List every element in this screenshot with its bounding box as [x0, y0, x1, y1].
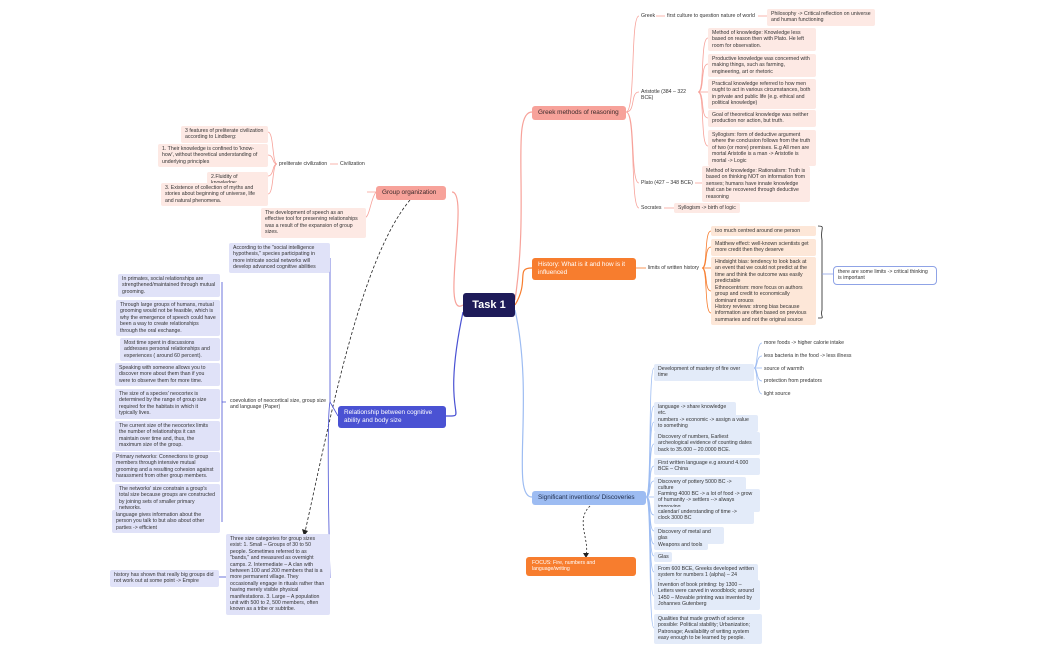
relationship-item-1[interactable]: In primates, social relationships are st…: [118, 274, 220, 298]
socrates-item[interactable]: Syllogism -> birth of logic: [674, 203, 740, 214]
aristotle-item-2[interactable]: Productive knowledge was concerned with …: [708, 54, 816, 78]
invention-item-6[interactable]: Farming 4000 BC -> a lot of food -> grow…: [654, 489, 760, 513]
invention-item-12[interactable]: Invention of book printing: by 1300 – Le…: [654, 580, 760, 610]
critical-thinking-note[interactable]: there are some limits -> critical thinki…: [833, 266, 937, 285]
aristotle-item-1[interactable]: Method of knowledge: Knowledge less base…: [708, 28, 816, 52]
history-item-1[interactable]: too much centred around one person: [711, 226, 816, 237]
greek-first-culture[interactable]: first culture to question nature of worl…: [667, 13, 755, 19]
invention-item-7[interactable]: calendar/ understanding of time -> clock…: [654, 507, 754, 524]
relationship-item-3[interactable]: Most time spent in discussions addresses…: [120, 338, 220, 362]
focus-node[interactable]: FOCUS: Fire, numbers and language/writin…: [526, 557, 636, 576]
invention-item-3[interactable]: Discovery of numbers, Earliest archeolog…: [654, 432, 760, 456]
history-item-4[interactable]: Ethnocentrism: more focus on authors gro…: [711, 283, 816, 307]
relationship-item-4[interactable]: Speaking with someone allows you to disc…: [115, 363, 220, 387]
invention-item-13[interactable]: Qualities that made growth of science po…: [654, 614, 762, 644]
fire-item-5[interactable]: light source: [764, 391, 791, 397]
relationship-item-7[interactable]: Primary networks: Connections to group m…: [112, 452, 220, 482]
invention-item-8[interactable]: Discovery of metal and glas: [654, 527, 724, 544]
preliterate-label[interactable]: preliterate civilization: [279, 161, 328, 167]
fire-item-3[interactable]: source of warmth: [764, 366, 804, 372]
history-item-5[interactable]: History reviews: strong bias because inf…: [711, 302, 816, 326]
socrates-label[interactable]: Socrates: [641, 205, 662, 211]
invention-item-4[interactable]: First written language e.g around 4.000 …: [654, 458, 760, 475]
speech-development[interactable]: The development of speech as an effectiv…: [261, 208, 366, 238]
history-node[interactable]: History: What is it and how is it influe…: [532, 258, 636, 280]
preliterate-item-4[interactable]: 3. Existence of collection of myths and …: [161, 183, 268, 207]
fire-item-1[interactable]: more foods -> higher calorie intake: [764, 340, 845, 346]
aristotle-item-3[interactable]: Practical knowledge referred to how men …: [708, 79, 816, 109]
invention-item-9[interactable]: Weapons and tools: [654, 540, 708, 551]
greek-methods-node[interactable]: Greek methods of reasoning: [532, 106, 626, 120]
group-size-categories[interactable]: Three size categories for group sizes ex…: [226, 534, 330, 615]
relationship-node[interactable]: Relationship between cognitive ability a…: [338, 406, 446, 428]
big-groups-history[interactable]: history has shown that really big groups…: [110, 570, 219, 587]
relationship-item-9[interactable]: language gives information about the per…: [112, 510, 220, 534]
limits-label[interactable]: limits of written history: [648, 265, 700, 271]
social-intelligence[interactable]: According to the "social intelligence hy…: [229, 243, 330, 273]
preliterate-item-1[interactable]: 3 features of preliterate civilization a…: [181, 126, 268, 143]
fire-item-2[interactable]: less bacteria in the food -> less illnes…: [764, 353, 852, 359]
invention-item-1[interactable]: language -> share knowledge etc.: [654, 402, 736, 419]
history-item-3[interactable]: Hindsight bias: tendency to look back at…: [711, 257, 816, 287]
relationship-item-6[interactable]: The current size of the neocortex limits…: [115, 421, 220, 451]
plato-label[interactable]: Plato (427 – 348 BCE): [641, 180, 693, 186]
root-node[interactable]: Task 1: [463, 293, 515, 317]
plato-item[interactable]: Method of knowledge: Rationalism: Truth …: [702, 166, 810, 203]
greek-philosophy[interactable]: Philosophy -> Critical reflection on uni…: [767, 9, 875, 26]
history-item-2[interactable]: Matthew effect: well-known scientists ge…: [711, 239, 816, 256]
relationship-item-5[interactable]: The size of a species' neocortex is dete…: [115, 389, 220, 419]
group-organization-node[interactable]: Group organization: [376, 186, 446, 200]
inventions-node[interactable]: Significant inventions/ Discoveries: [532, 491, 646, 505]
aristotle-item-4[interactable]: Goal of theoretical knowledge was neithe…: [708, 110, 816, 127]
aristotle-item-5[interactable]: Syllogism: form of deductive argument wh…: [708, 130, 816, 167]
aristotle-label[interactable]: Aristotle (384 – 322 BCE): [641, 89, 686, 102]
invention-item-10[interactable]: Glas: [654, 552, 672, 563]
preliterate-item-2[interactable]: 1. Their knowledge is confined to 'know-…: [158, 144, 268, 168]
relationship-item-8[interactable]: The networks' size constrain a group's t…: [115, 484, 220, 514]
invention-item-2[interactable]: numbers -> economic -> assign a value to…: [654, 415, 758, 432]
relationship-item-2[interactable]: Through large groups of humans, mutual g…: [116, 300, 220, 337]
coevolution-label[interactable]: coevolution of neocortical size, group s…: [230, 398, 327, 411]
greek-label[interactable]: Greek: [641, 13, 656, 19]
fire-mastery[interactable]: Development of mastery of fire over time: [654, 364, 754, 381]
civilization-label[interactable]: Civilization: [340, 161, 365, 167]
fire-item-4[interactable]: protection from predators: [764, 378, 822, 384]
